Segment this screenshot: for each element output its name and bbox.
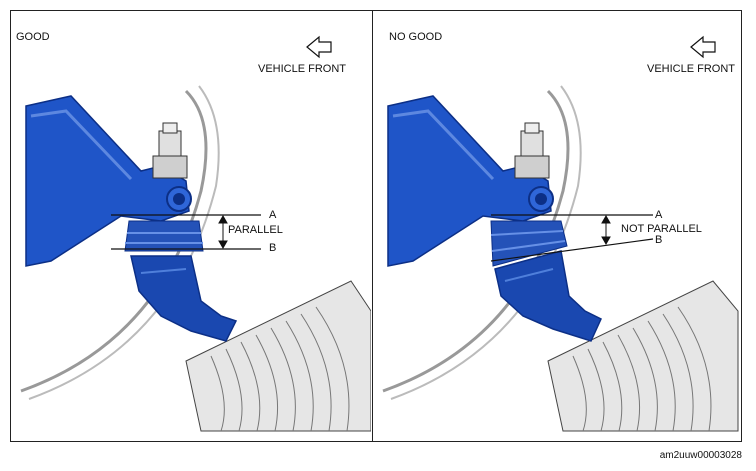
parallel-label: PARALLEL xyxy=(228,224,283,236)
upper-control-arm xyxy=(387,95,554,267)
image-code: am2uuw00003028 xyxy=(659,450,742,461)
diagram-frame xyxy=(10,10,742,442)
line-b-label-right: B xyxy=(655,234,663,246)
line-a-label-right: A xyxy=(655,209,663,221)
vehicle-front-arrow-icon xyxy=(690,35,716,59)
ball-joint-boot xyxy=(490,220,568,267)
good-label: GOOD xyxy=(16,31,50,43)
line-a-label-left: A xyxy=(269,209,277,221)
no-good-label: NO GOOD xyxy=(389,31,443,43)
dimension-arrow xyxy=(601,214,611,246)
line-b-label-left: B xyxy=(269,242,277,254)
vehicle-front-label-right: VEHICLE FRONT xyxy=(647,63,736,75)
upper-control-arm xyxy=(25,95,192,267)
ball-joint-boot xyxy=(124,220,204,252)
vehicle-front-arrow-icon xyxy=(306,35,332,59)
drive-shaft-boot xyxy=(547,280,739,432)
panel-divider xyxy=(372,10,373,442)
ball-joint-nut xyxy=(514,122,550,179)
vehicle-front-label-left: VEHICLE FRONT xyxy=(258,63,347,75)
reference-line-b xyxy=(490,238,654,262)
no-good-illustration xyxy=(382,35,739,432)
ball-joint-nut xyxy=(152,122,188,179)
steering-knuckle xyxy=(494,250,602,342)
not-parallel-label: NOT PARALLEL xyxy=(621,223,702,235)
good-illustration xyxy=(20,35,371,432)
dimension-arrow xyxy=(218,214,228,250)
steering-knuckle xyxy=(130,255,238,342)
drive-shaft-boot xyxy=(185,280,371,432)
